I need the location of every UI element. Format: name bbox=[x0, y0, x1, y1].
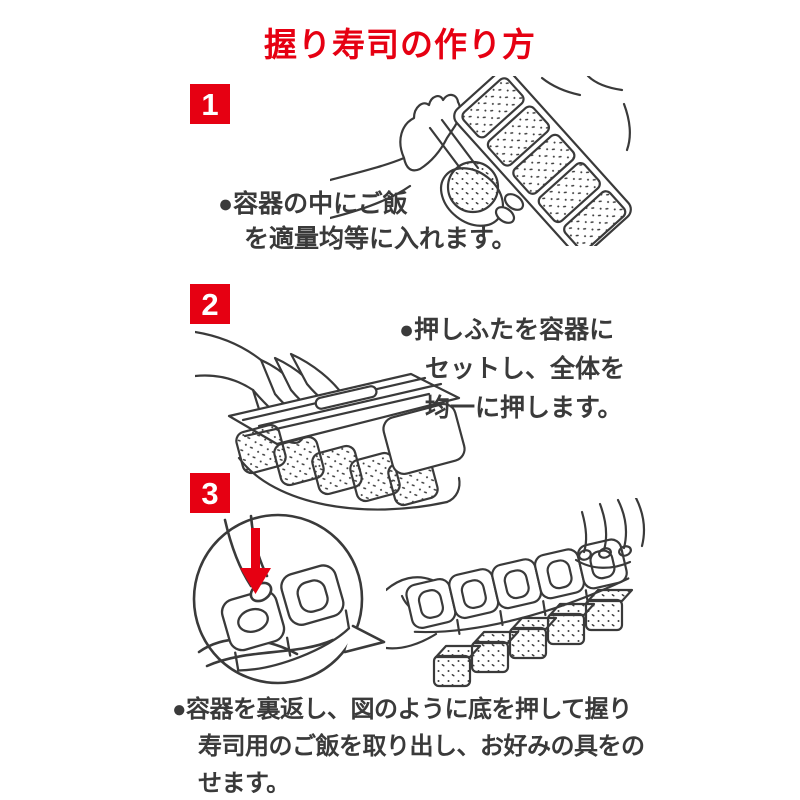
step-1-caption: ●容器の中にご飯 を適量均等に入れます。 bbox=[218, 187, 517, 257]
step-3-main-illustration bbox=[384, 496, 646, 703]
page-title: 握り寿司の作り方 bbox=[264, 26, 536, 63]
step-1-number-badge: 1 bbox=[190, 84, 230, 124]
press-arrow-icon bbox=[240, 528, 271, 594]
step-2-illustration bbox=[193, 318, 485, 528]
rice-paddle-filling-icon bbox=[328, 68, 632, 257]
step-3-caption: ●容器を裏返し、図のように底を押して握り 寿司用のご飯を取り出し、お好みの具をの… bbox=[172, 691, 645, 800]
step-2-caption-line-3: 均一に押します。 bbox=[425, 394, 623, 422]
step-3-caption-line-3: せます。 bbox=[198, 770, 290, 797]
pressing-lid-icon bbox=[193, 330, 466, 511]
step-2-caption: ●押しふたを容器に セットし、全体を 均一に押します。 bbox=[399, 311, 625, 428]
step-1-caption-line-1: ●容器の中にご飯 bbox=[218, 190, 408, 218]
step-3-zoom-bubble-illustration bbox=[175, 510, 390, 693]
step-3-caption-line-1: ●容器を裏返し、図のように底を押して握り bbox=[172, 696, 632, 723]
step-1-caption-line-2: を適量均等に入れます。 bbox=[244, 225, 517, 253]
step-1-illustration bbox=[328, 68, 640, 257]
inverted-mold-and-rice-blocks-icon bbox=[384, 496, 646, 688]
step-3-number-badge: 3 bbox=[190, 473, 230, 513]
step-2-caption-line-2: セットし、全体を bbox=[425, 355, 626, 383]
step-2-caption-line-1: ●押しふたを容器に bbox=[399, 316, 615, 344]
step-3-caption-line-2: 寿司用のご飯を取り出し、お好みの具をの bbox=[198, 733, 645, 760]
press-bottom-magnifier-icon bbox=[192, 513, 386, 685]
step-2-number-badge: 2 bbox=[190, 284, 230, 324]
